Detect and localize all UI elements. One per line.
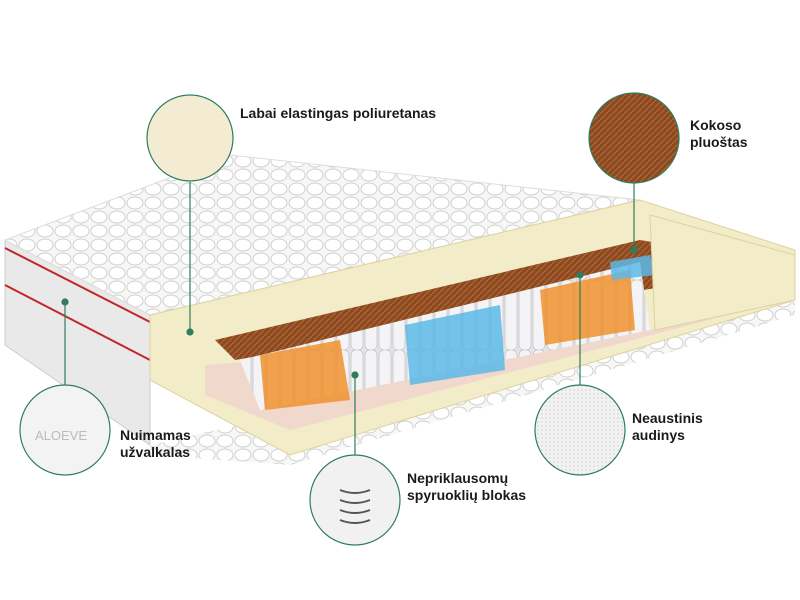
foam-label: Labai elastingas poliuretanas	[240, 105, 437, 121]
springs-detail-circle	[309, 454, 401, 546]
nonwoven-label: Neaustinis audinys	[632, 410, 703, 444]
springs-label-line1: Nepriklausomų	[407, 470, 509, 486]
cover-label-line1: Nuimamas	[120, 427, 191, 443]
cover-detail-circle	[19, 384, 111, 476]
coconut-label-line2: pluoštas	[690, 134, 748, 150]
svg-text:ALOEVE: ALOEVE	[35, 428, 87, 443]
coconut-detail-circle	[588, 92, 680, 184]
cover-label: Nuimamas užvalkalas	[120, 427, 191, 461]
nonwoven-detail-circle	[534, 384, 626, 476]
springs-label: Nepriklausomų spyruoklių blokas	[407, 470, 526, 504]
coconut-label-line1: Kokoso	[690, 117, 742, 133]
foam-detail-circle	[146, 94, 234, 182]
springs-label-line2: spyruoklių blokas	[407, 487, 527, 503]
cover-label-line2: užvalkalas	[120, 444, 191, 460]
nonwoven-label-line1: Neaustinis	[632, 410, 703, 426]
coconut-label: Kokoso pluoštas	[690, 117, 748, 151]
mattress-illustration	[3, 154, 796, 465]
nonwoven-label-line2: audinys	[632, 427, 685, 443]
